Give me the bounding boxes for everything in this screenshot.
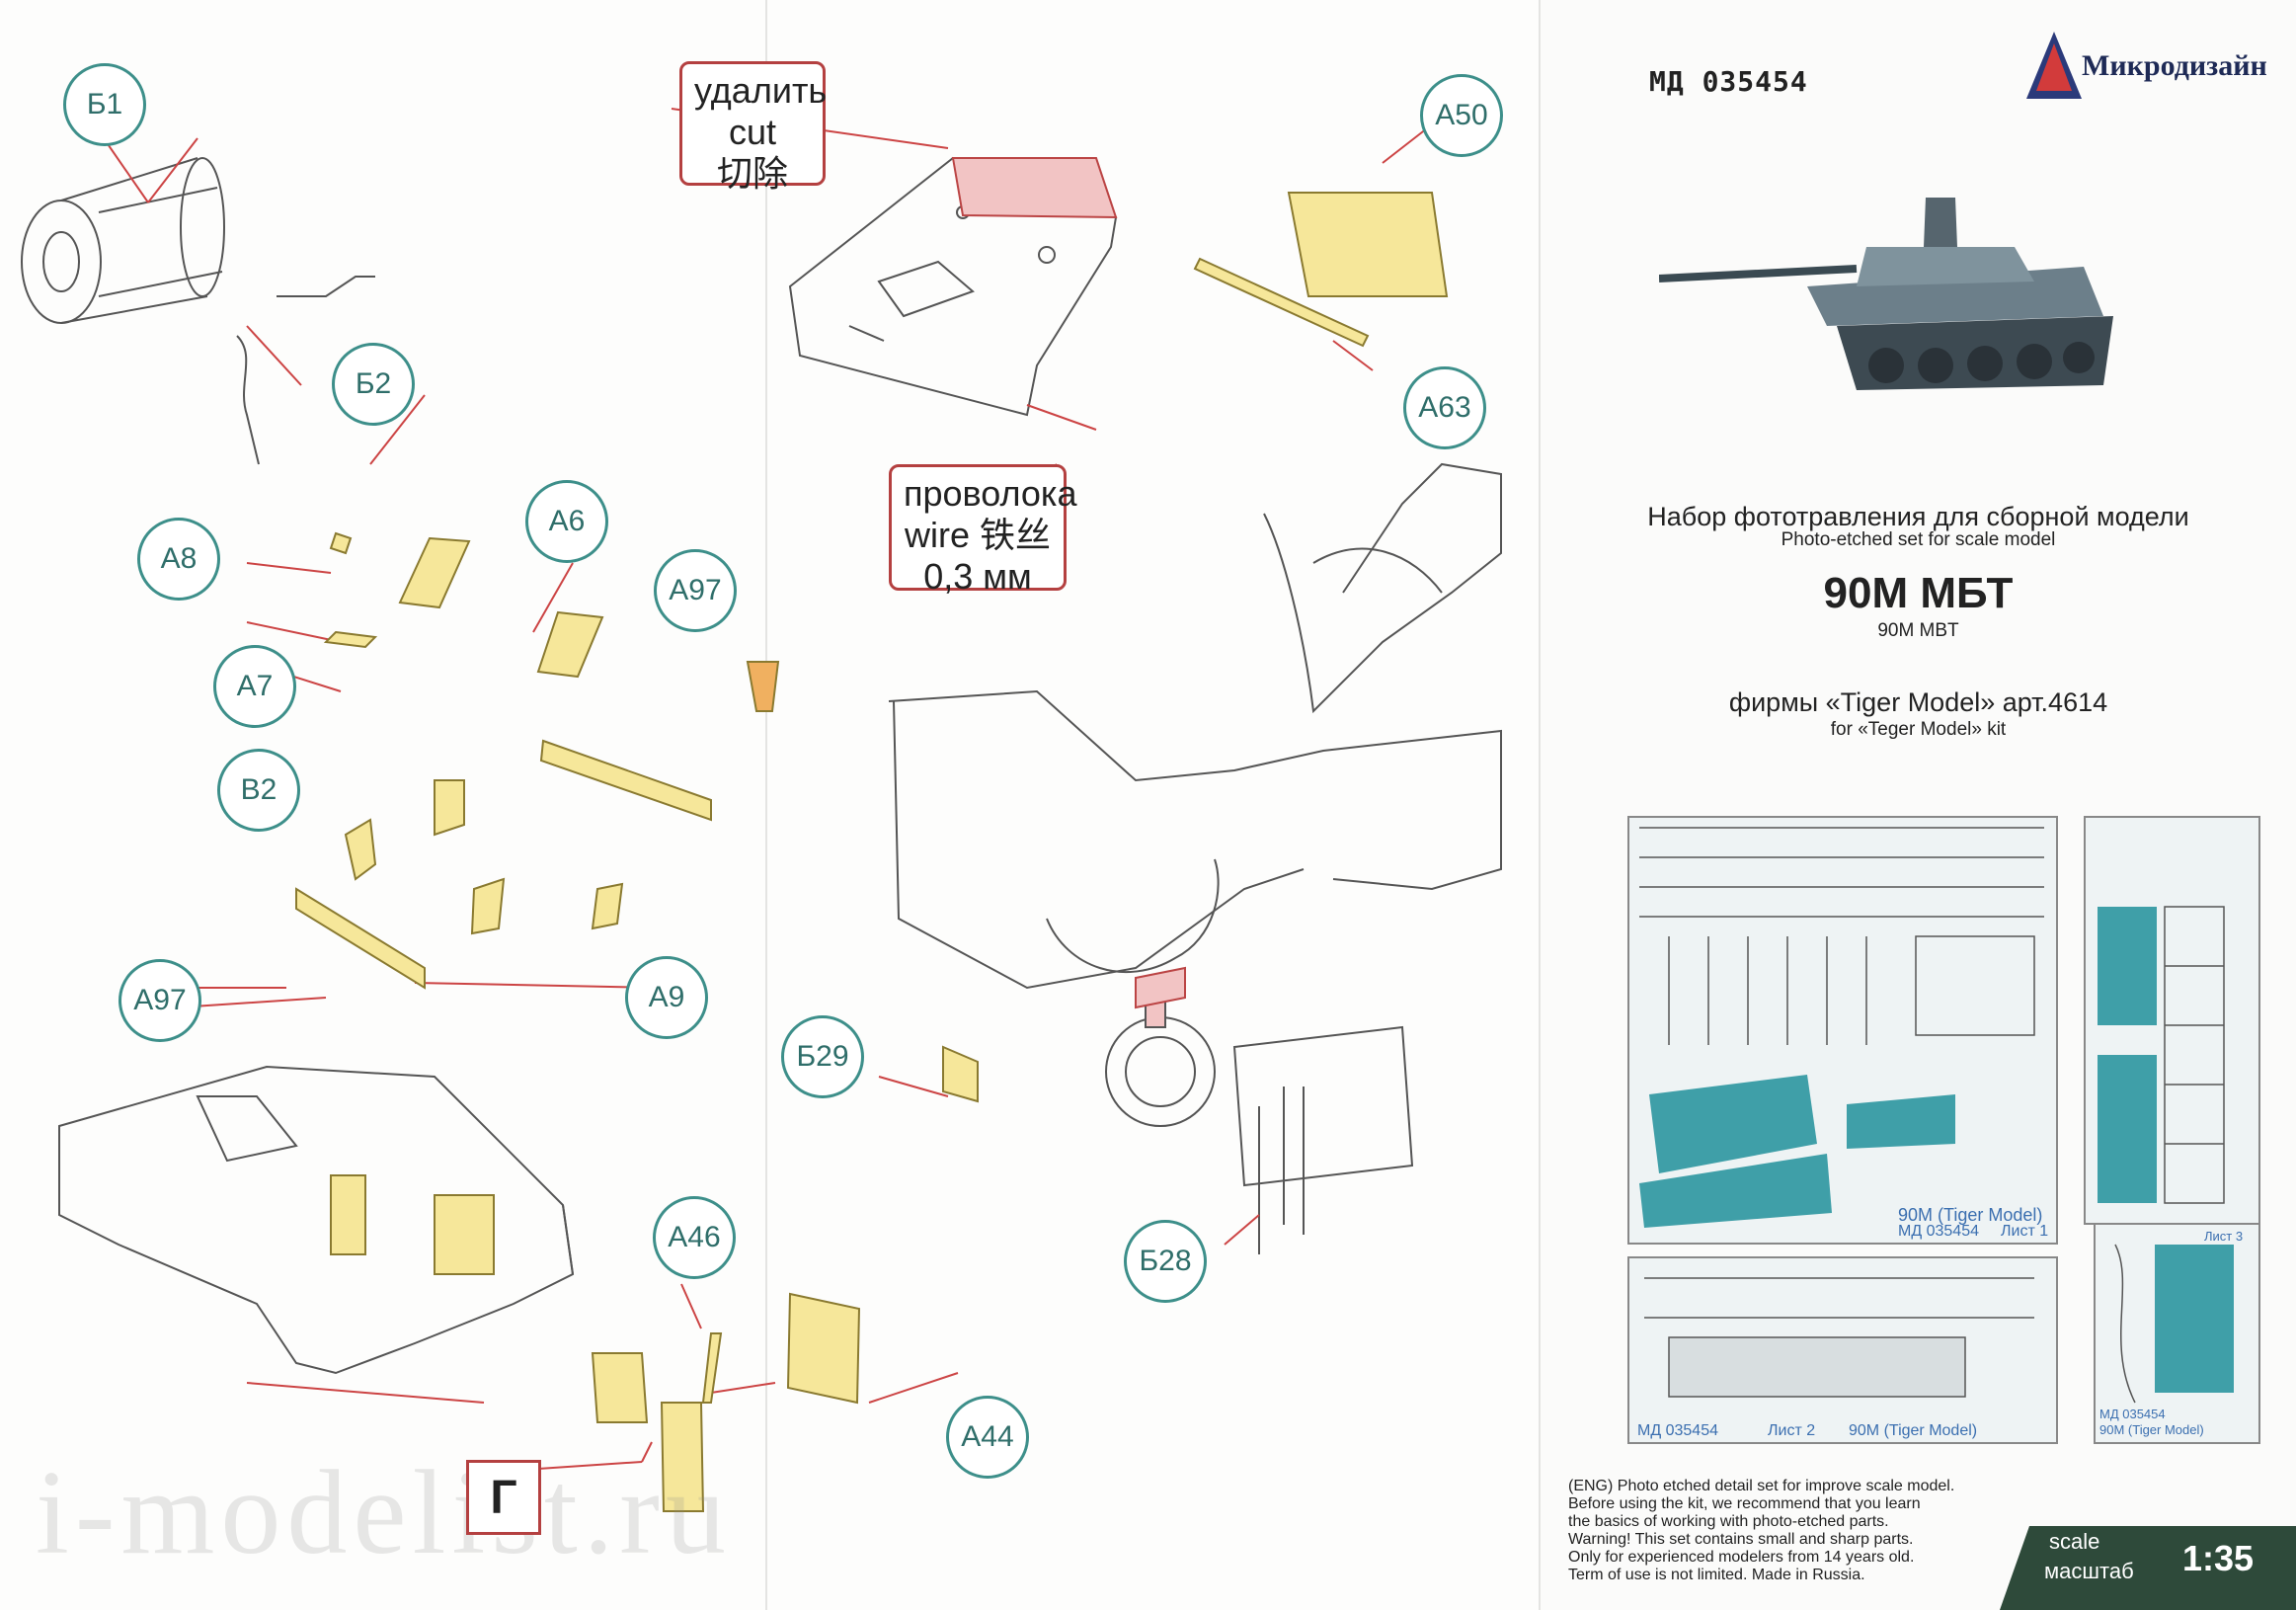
cut-note-en: cut xyxy=(728,112,777,152)
part-a63 xyxy=(1193,257,1370,348)
fret-2-name: 90M (Tiger Model) xyxy=(1849,1422,1978,1439)
warning-line-5: Only for experienced modelers from 14 ye… xyxy=(1568,1549,1915,1566)
g-box-label: Г xyxy=(466,1460,541,1535)
drum-part-drawing xyxy=(21,157,375,465)
fret-sheet-4-parts xyxy=(2098,906,2225,1204)
part-a97-pin xyxy=(746,661,780,712)
kit-en: for «Teger Model» kit xyxy=(1830,719,2007,740)
warning-line-4: Warning! This set contains small and sha… xyxy=(1568,1531,1914,1548)
label-a97: А97 xyxy=(119,959,201,1042)
kit-ru: фирмы «Tiger Model» арт.4614 xyxy=(1728,687,2108,717)
part-v2 xyxy=(470,877,506,935)
label-a6: А6 xyxy=(525,480,608,563)
fret-1-sheet: Лист 1 xyxy=(2001,1223,2049,1240)
part-a50 xyxy=(1287,192,1449,297)
part-g xyxy=(330,1174,366,1255)
cut-area-2 xyxy=(1135,966,1186,1009)
label-a97-top: А97 xyxy=(654,549,737,632)
watermark: i-modelist.ru xyxy=(36,1446,732,1579)
assembly-diagram xyxy=(21,108,1502,1512)
part-a6 xyxy=(398,536,471,609)
part-a7 xyxy=(323,630,378,649)
label-a9: А9 xyxy=(625,956,708,1039)
lower-hull-drawing xyxy=(58,1065,575,1375)
pe-parts xyxy=(295,157,1449,1512)
model-en: 90M MBT xyxy=(1877,620,1959,641)
part-a8 xyxy=(329,531,353,555)
fret-2-sheet: Лист 2 xyxy=(1768,1422,1816,1439)
wire-note-size: 0,3 мм xyxy=(923,556,1032,597)
cut-note-zh: 切除 xyxy=(716,153,788,194)
part-v2 xyxy=(591,882,624,930)
part-a46 xyxy=(701,1332,723,1404)
label-a7: А7 xyxy=(213,645,296,728)
part-b29 xyxy=(942,1045,979,1103)
model-ru: 90М МБТ xyxy=(1823,569,2014,617)
part-v2 xyxy=(344,818,377,881)
part-a44 xyxy=(786,1292,861,1405)
part-a6 xyxy=(536,610,604,679)
label-v2: В2 xyxy=(217,749,300,832)
part-g xyxy=(660,1402,705,1512)
fret-sheet-2: МД 035454 Лист 2 90M (Tiger Model) xyxy=(1627,1256,2058,1444)
fold-line xyxy=(1539,0,1541,1610)
warning-line-3: the basics of working with photo-etched … xyxy=(1568,1513,1889,1530)
fret-1-name: 90M (Tiger Model) xyxy=(1898,1205,2043,1225)
wire-note-ru: проволока xyxy=(904,473,1077,514)
part-v2 xyxy=(434,779,465,837)
fret-3-art: МД 035454 xyxy=(2099,1407,2166,1421)
label-b2: Б2 xyxy=(332,343,415,426)
part-a9 xyxy=(295,887,426,990)
fold-line xyxy=(765,0,767,1610)
warning-text: (ENG) Photo etched detail set for improv… xyxy=(1568,1478,2032,1584)
tank-photo xyxy=(1659,178,2123,405)
label-a8: А8 xyxy=(137,518,220,601)
label-a63: А63 xyxy=(1403,366,1486,449)
article-number: МД 035454 xyxy=(1649,65,1808,98)
cut-note-ru: удалить xyxy=(694,70,828,111)
warning-line-1: (ENG) Photo etched detail set for improv… xyxy=(1568,1478,1955,1494)
fret-sheet-1: 90M (Tiger Model) МД 035454 Лист 1 xyxy=(1627,816,2058,1245)
label-a50: А50 xyxy=(1420,74,1503,157)
scale-label-en: scale xyxy=(2049,1529,2100,1554)
vehicle-hull-drawing xyxy=(888,462,1502,1254)
fret-3-name: 90M (Tiger Model) xyxy=(2099,1422,2204,1437)
scale-badge-shape xyxy=(2000,1526,2296,1610)
scale-value: 1:35 xyxy=(2182,1538,2255,1578)
brand-logo-icon xyxy=(2026,32,2082,99)
part-g xyxy=(591,1352,649,1423)
cut-note: удалить cut 切除 xyxy=(679,61,828,194)
cut-area xyxy=(951,157,1118,219)
fret-sheet-1-parts xyxy=(1639,827,2044,1228)
fret-sheet-3-parts xyxy=(2114,1244,2234,1404)
label-a44: А44 xyxy=(946,1396,1029,1479)
label-a46: А46 xyxy=(653,1196,736,1279)
part-g xyxy=(434,1194,495,1275)
fret-1-art: МД 035454 xyxy=(1898,1223,1979,1240)
label-b29: Б29 xyxy=(781,1015,864,1098)
fret-sheet-4 xyxy=(2084,816,2260,1225)
label-b28: Б28 xyxy=(1124,1220,1207,1303)
scale-label-ru: масштаб xyxy=(2044,1559,2134,1583)
fret-3-sheet: Лист 3 xyxy=(2204,1229,2244,1244)
label-b1: Б1 xyxy=(63,63,146,146)
title-en: Photo-etched set for scale model xyxy=(1781,529,2056,550)
warning-line-6: Term of use is not limited. Made in Russ… xyxy=(1568,1567,1865,1583)
brand-name: Микродизайн xyxy=(2082,49,2267,82)
wire-note-en: wire 铁丝 xyxy=(904,515,1051,555)
fret-sheet-2-parts xyxy=(1644,1277,2034,1398)
wire-note: проволока wire 铁丝 0,3 мм xyxy=(889,464,1077,597)
fret-2-art: МД 035454 xyxy=(1637,1422,1718,1439)
fret-sheet-3: 90M (Tiger Model) МД 035454 Лист 3 xyxy=(2094,1223,2260,1444)
title-ru: Набор фототравления для сборной модели xyxy=(1647,502,2189,531)
part-a9 xyxy=(539,739,712,822)
warning-line-2: Before using the kit, we recommend that … xyxy=(1568,1495,1921,1512)
